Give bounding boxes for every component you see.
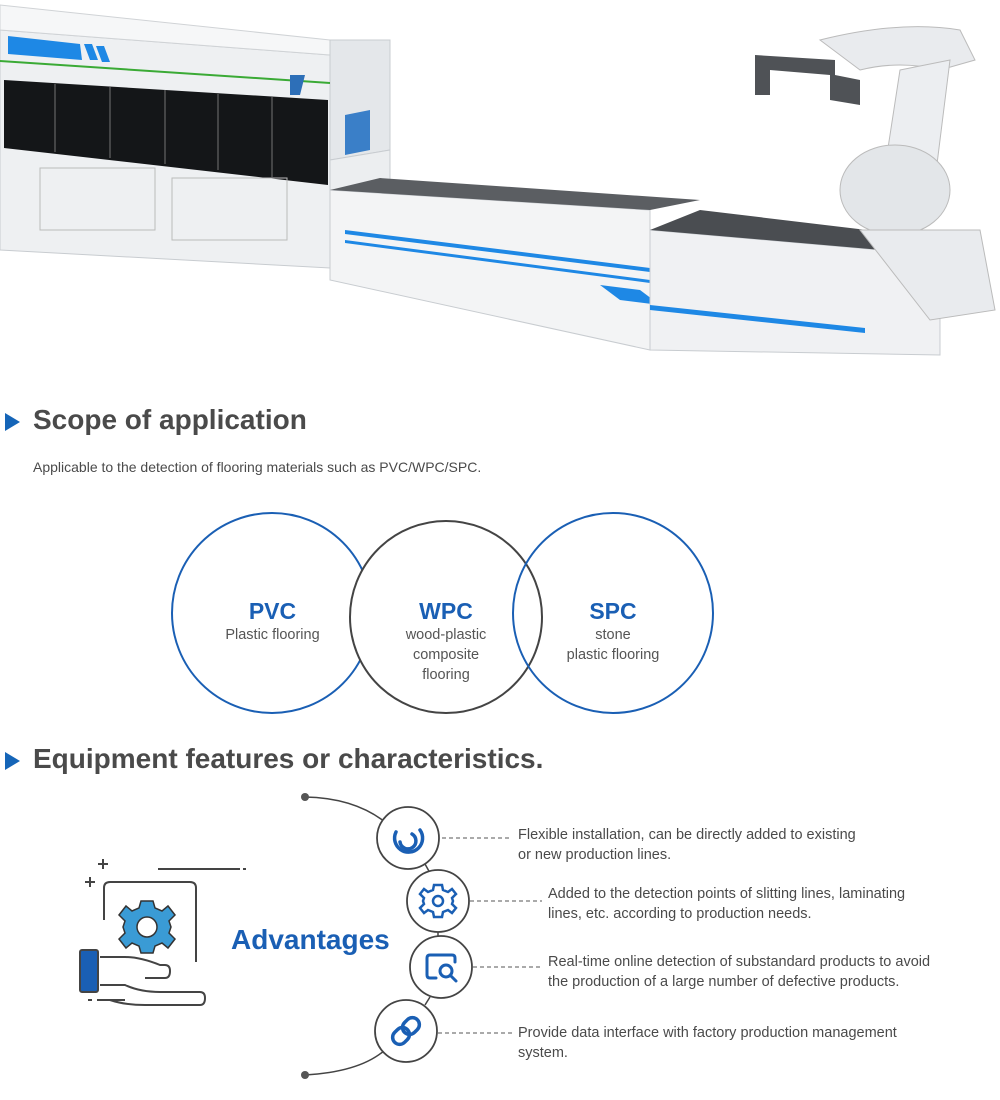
feature-item: Added to the detection points of slittin… bbox=[548, 884, 905, 924]
scope-description: Applicable to the detection of flooring … bbox=[33, 459, 482, 475]
circular-arrow-icon bbox=[392, 828, 425, 854]
material-desc: wood-plastic bbox=[405, 627, 487, 643]
feature-item: Provide data interface with factory prod… bbox=[518, 1023, 897, 1063]
feature-text: Real-time online detection of substandar… bbox=[548, 954, 931, 970]
feature-text: system. bbox=[518, 1045, 568, 1061]
link-icon bbox=[390, 1015, 422, 1047]
advantages-label: Advantages bbox=[231, 924, 390, 955]
hand-gear-icon bbox=[79, 859, 246, 1006]
spc-circle bbox=[512, 512, 714, 714]
material-pvc: PVC Plastic flooring bbox=[190, 598, 355, 645]
feature-text: Provide data interface with factory prod… bbox=[518, 1025, 897, 1041]
material-desc: stone bbox=[595, 627, 631, 643]
machine-illustration bbox=[0, 4, 996, 356]
material-wpc: WPC wood-plastic composite flooring bbox=[366, 598, 526, 685]
material-title: WPC bbox=[419, 598, 473, 624]
feature-text: Flexible installation, can be directly a… bbox=[518, 827, 856, 843]
feature-text: the production of a large number of defe… bbox=[548, 974, 900, 990]
material-desc: composite bbox=[412, 647, 480, 663]
material-spc: SPC stone plastic flooring bbox=[533, 598, 693, 665]
feature-item: Flexible installation, can be directly a… bbox=[518, 825, 856, 865]
material-title: SPC bbox=[589, 598, 637, 624]
material-desc: Plastic flooring bbox=[225, 627, 320, 643]
material-title: PVC bbox=[248, 598, 297, 624]
wpc-circle bbox=[349, 520, 543, 714]
materials-diagram bbox=[171, 512, 714, 714]
advantages-diagram bbox=[79, 793, 542, 1079]
section-marker-icon bbox=[5, 752, 20, 770]
feature-text: or new production lines. bbox=[518, 847, 672, 863]
search-screen-icon bbox=[425, 953, 458, 983]
scope-heading: Scope of application bbox=[33, 404, 307, 435]
feature-item: Real-time online detection of substandar… bbox=[548, 952, 930, 992]
feature-text: lines, etc. according to production need… bbox=[548, 906, 812, 922]
gear-icon bbox=[418, 883, 458, 919]
features-heading: Equipment features or characteristics. bbox=[33, 743, 544, 774]
material-desc: plastic flooring bbox=[566, 647, 660, 663]
feature-text: Added to the detection points of slittin… bbox=[548, 886, 906, 902]
material-desc: flooring bbox=[422, 667, 470, 683]
section-marker-icon bbox=[5, 413, 20, 431]
